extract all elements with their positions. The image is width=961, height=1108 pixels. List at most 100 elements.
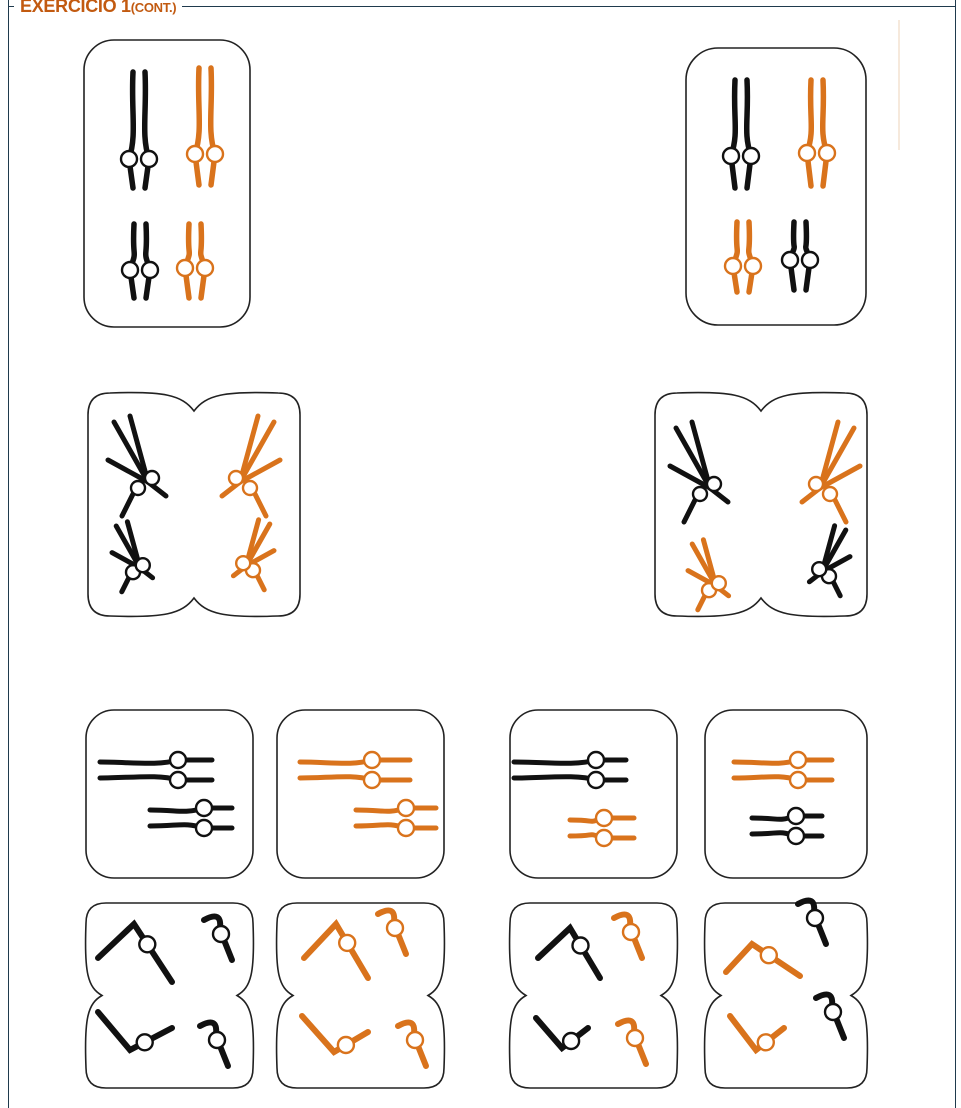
cells-layer [84,40,867,1088]
chr-r4-2a-chromatid [304,924,368,978]
chr-r4-1d-centromere [209,1032,225,1048]
chr-r3-2a-arm-bl [300,777,372,780]
chr-r4-4d-hook-tail [836,1018,844,1038]
chr-r1l-d-centromere-right [197,260,213,276]
chr-r3-3a-arm-bl [514,777,596,780]
chr-r2r-a-centromere-2 [707,477,721,491]
chr-r3-1a-arm-bl [100,777,178,780]
chr-r4-1a-centromere [139,936,155,952]
chr-r2l-d-centromere-2 [236,556,250,570]
chr-r1r-c-centromere-left [725,258,741,274]
chr-r2l-a-centromere-1 [131,481,145,495]
dividing-cell-left [88,393,300,617]
chr-r1r-b-centromere-right [819,145,835,161]
chr-r1r-b-centromere-left [799,145,815,161]
chr-r4-1a-chromatid [98,924,172,982]
daughter-cell-3 [510,710,677,878]
chr-r3-2a-centromere-bottom [364,772,380,788]
daughter-cell-4 [705,710,867,878]
cell-top-left [84,40,250,327]
chr-r2r-b-centromere-2 [809,477,823,491]
chr-r2l-b-centromere-1 [243,481,257,495]
chr-r3-2a-centromere-top [364,752,380,768]
chr-r3-1a-arm-tl [100,760,178,763]
chr-r4-4d-centromere [825,1004,841,1020]
daughter-cell-2 [277,710,444,878]
chr-r4-2c-chromatid [302,1016,368,1052]
chr-r2r-d-centromere-2 [812,562,826,576]
chr-r2l-b-arm-5 [254,492,266,516]
chr-r1r-a-centromere-left [723,148,739,164]
chr-r4-3d-centromere [627,1030,643,1046]
chr-r2r-a-arm-5 [684,498,696,522]
chr-r3-4a-centromere-top [790,752,806,768]
chr-r1l-d-centromere-left [177,260,193,276]
chr-r1l-b-arm-tl [195,68,199,154]
chr-r4-3b-hook-tail [634,938,642,958]
chr-r4-2b-centromere [387,920,403,936]
chr-r1r-a-arm-tl [731,80,735,156]
chr-r1r-b-arm-tl [807,80,811,153]
chr-r2l-a-centromere-2 [145,471,159,485]
chr-r1l-a-centromere-right [141,151,157,167]
chr-r4-1c-centromere [137,1034,153,1050]
chr-r4-3a-centromere [573,938,589,954]
chr-r1r-c-centromere-right [745,258,761,274]
chr-r1l-a-arm-tr [145,72,149,159]
cell-top-right [686,48,866,325]
chr-r1r-d-centromere-right [802,252,818,268]
chr-r2l-a-arm-5 [122,492,134,516]
chromosomes-layer [98,68,860,1066]
chr-r1r-a-arm-tr [747,80,751,156]
chr-r4-1b-hook-tail [224,940,232,960]
chr-r4-4c-centromere [758,1034,774,1050]
chr-r3-1a-centromere-bottom [170,772,186,788]
chr-r4-2b-hook-tail [398,934,406,954]
chr-r4-3c-centromere [563,1033,579,1049]
chr-r2r-a-centromere-1 [693,487,707,501]
chr-r3-3b-centromere-bottom [596,830,612,846]
chr-r1l-b-centromere-left [187,146,203,162]
chr-r2l-c-centromere-2 [136,558,150,572]
chr-r4-1c-chromatid [98,1012,172,1050]
chr-r1l-a-centromere-left [121,151,137,167]
daughter-cell-1 [86,710,253,878]
chr-r2r-c-centromere-2 [712,576,726,590]
chr-r3-3a-centromere-top [588,752,604,768]
chr-r3-4a-arm-tl [734,760,798,763]
chr-r4-4a-centromere [761,947,777,963]
chr-r1l-b-centromere-right [207,146,223,162]
chr-r4-1b-centromere [213,926,229,942]
chr-r1r-b-arm-tr [823,80,827,153]
chr-r3-4b-centromere-bottom [788,828,804,844]
chr-r3-4a-arm-bl [734,777,798,780]
chr-r3-3a-centromere-bottom [588,772,604,788]
chr-r3-2b-centromere-top [398,800,414,816]
chr-r3-3a-arm-tl [514,760,596,763]
chr-r4-3d-hook-tail [638,1044,646,1064]
dividing-daughter-4 [705,903,868,1088]
chr-r3-1a-centromere-top [170,752,186,768]
chr-r1r-a-centromere-right [743,148,759,164]
chr-r1l-c-centromere-right [142,262,158,278]
chr-r1r-d-centromere-left [782,252,798,268]
chr-r3-2b-centromere-bottom [398,820,414,836]
chr-r2r-b-arm-5 [834,498,846,522]
chr-r3-3b-centromere-top [596,810,612,826]
chr-r4-3a-chromatid [538,928,600,978]
chr-r4-2a-centromere [339,935,355,951]
chr-r3-1b-centromere-bottom [196,820,212,836]
chr-r4-3c-chromatid [536,1018,588,1048]
chr-r1l-a-arm-tl [129,72,133,159]
dividing-daughter-3 [510,903,678,1088]
chr-r4-2c-centromere [338,1037,354,1053]
chr-r4-4b-centromere [807,910,823,926]
dividing-daughter-2 [277,903,445,1088]
chr-r3-4a-centromere-bottom [790,772,806,788]
chr-r4-1d-hook-tail [220,1046,228,1066]
chr-r1l-c-centromere-left [122,262,138,278]
chr-r2r-b-centromere-1 [823,487,837,501]
chr-r3-1b-centromere-top [196,800,212,816]
chr-r3-4b-centromere-top [788,808,804,824]
